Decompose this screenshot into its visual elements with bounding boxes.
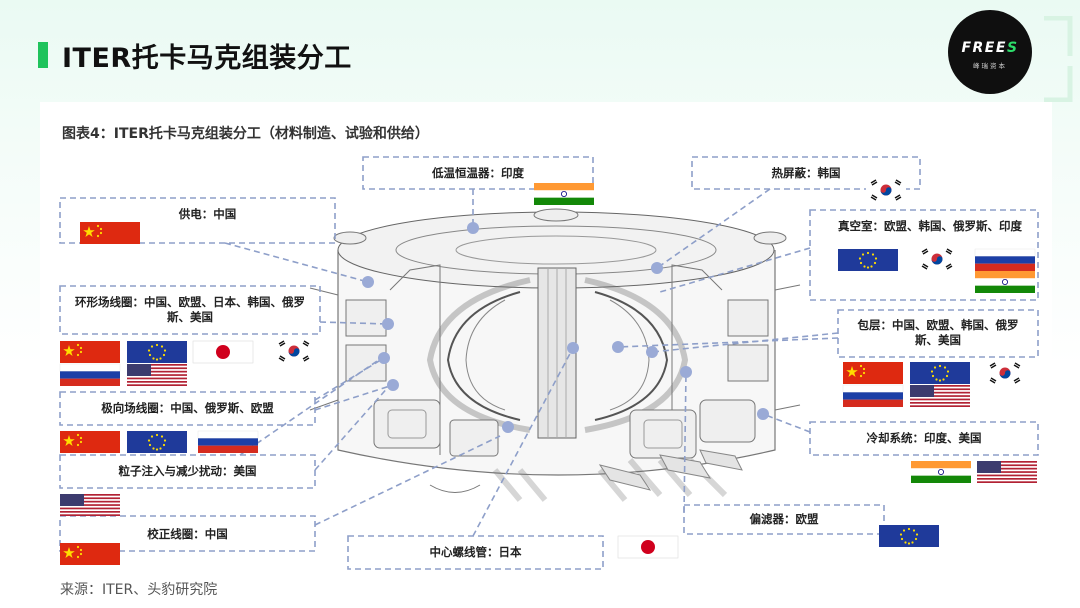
label-heating: 粒子注入与减少扰动：美国	[118, 464, 257, 478]
eu-flag-icon	[910, 362, 970, 384]
india-flag-icon	[974, 270, 1036, 294]
japan-flag-icon	[192, 340, 254, 364]
label-pf-coils: 极向场线圈：中国、俄罗斯、欧盟	[101, 401, 274, 415]
china-flag-icon	[60, 543, 120, 565]
china-flag-icon	[60, 341, 120, 363]
logo-subtitle: 峰瑞资本	[973, 62, 1007, 70]
eu-flag-icon	[838, 249, 898, 271]
logo-text-main: FREE	[961, 40, 1007, 56]
us-flag-icon	[60, 494, 120, 516]
label-central-solenoid: 中心螺线管：日本	[429, 545, 522, 559]
callout-boxes	[59, 156, 1039, 570]
china-flag-icon	[80, 222, 140, 244]
korea-flag-icon	[865, 177, 907, 203]
india-flag-icon	[910, 460, 972, 484]
india-flag-icon	[533, 182, 595, 206]
page-title: ITER托卡马克组装分工	[62, 43, 352, 74]
eu-flag-icon	[127, 341, 187, 363]
japan-flag-icon	[617, 535, 679, 559]
label-correction-coils: 校正线圈：中国	[147, 527, 228, 541]
russia-flag-icon	[197, 430, 259, 454]
frees-logo: FREES 峰瑞资本	[948, 10, 1032, 94]
label-blanket: 包层：中国、欧盟、韩国、俄罗斯、美国	[857, 318, 1019, 347]
logo-wordmark: FREES	[948, 40, 1032, 56]
figure-title: 图表4：ITER托卡马克组装分工（材料制造、试验和供给）	[62, 126, 429, 142]
korea-flag-icon	[916, 246, 958, 272]
corner-decoration	[1044, 16, 1073, 102]
china-flag-icon	[60, 431, 120, 453]
label-cooling: 冷却系统：印度、美国	[866, 431, 982, 445]
callout-dots	[362, 222, 769, 433]
logo-text-s: S	[1006, 40, 1019, 56]
figure-source: 来源：ITER、头豹研究院	[60, 582, 218, 598]
tokamak-illustration	[309, 208, 801, 502]
label-tf-coils: 环形场线圈：中国、欧盟、日本、韩国、俄罗斯、美国	[75, 295, 305, 324]
label-thermal-shield: 热屏蔽：韩国	[771, 166, 841, 180]
us-flag-icon	[977, 461, 1037, 483]
leader-lines	[224, 188, 839, 537]
china-flag-icon	[843, 362, 903, 384]
label-power-supply: 供电：中国	[178, 207, 237, 221]
title-accent-bar	[38, 42, 48, 68]
label-vacuum-vessel: 真空室：欧盟、韩国、俄罗斯、印度	[838, 219, 1022, 233]
russia-flag-icon	[59, 363, 121, 387]
eu-flag-icon	[879, 525, 939, 547]
korea-flag-icon	[984, 360, 1026, 386]
russia-flag-icon	[842, 384, 904, 408]
korea-flag-icon	[273, 338, 315, 364]
us-flag-icon	[127, 364, 187, 386]
us-flag-icon	[910, 385, 970, 407]
label-cryostat: 低温恒温器：印度	[432, 166, 524, 180]
label-divertor: 偏滤器：欧盟	[749, 512, 819, 526]
eu-flag-icon	[127, 431, 187, 453]
russia-flag-icon	[974, 248, 1036, 272]
